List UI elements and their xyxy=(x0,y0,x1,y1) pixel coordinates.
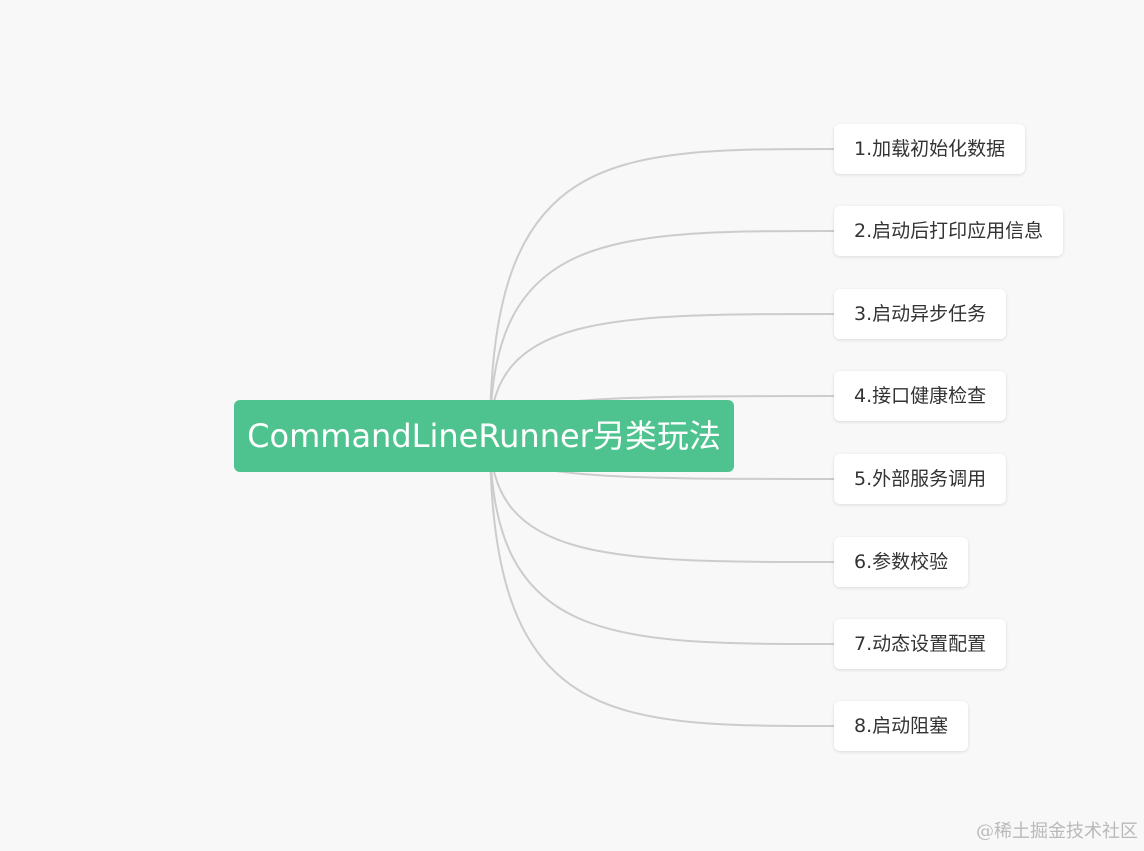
root-topic[interactable]: CommandLineRunner另类玩法 xyxy=(234,400,734,472)
connector-line-6 xyxy=(489,435,835,563)
branch-topic-7[interactable]: 7.动态设置配置 xyxy=(834,619,1007,669)
connector-line-2 xyxy=(489,230,835,437)
connector-line-1 xyxy=(489,148,835,437)
branch-topic-2[interactable]: 2.启动后打印应用信息 xyxy=(834,206,1064,256)
connector-line-3 xyxy=(489,313,835,437)
branch-topic-5[interactable]: 5.外部服务调用 xyxy=(834,454,1007,504)
connector-line-8 xyxy=(489,435,835,727)
branch-topic-3[interactable]: 3.启动异步任务 xyxy=(834,289,1007,339)
watermark: @稀土掘金技术社区 xyxy=(976,821,1138,842)
branch-topic-8[interactable]: 8.启动阻塞 xyxy=(834,701,969,751)
branch-topic-1[interactable]: 1.加载初始化数据 xyxy=(834,124,1026,174)
branch-topic-4[interactable]: 4.接口健康检查 xyxy=(834,371,1007,421)
branch-topic-6[interactable]: 6.参数校验 xyxy=(834,537,969,587)
connector-line-7 xyxy=(489,435,835,645)
